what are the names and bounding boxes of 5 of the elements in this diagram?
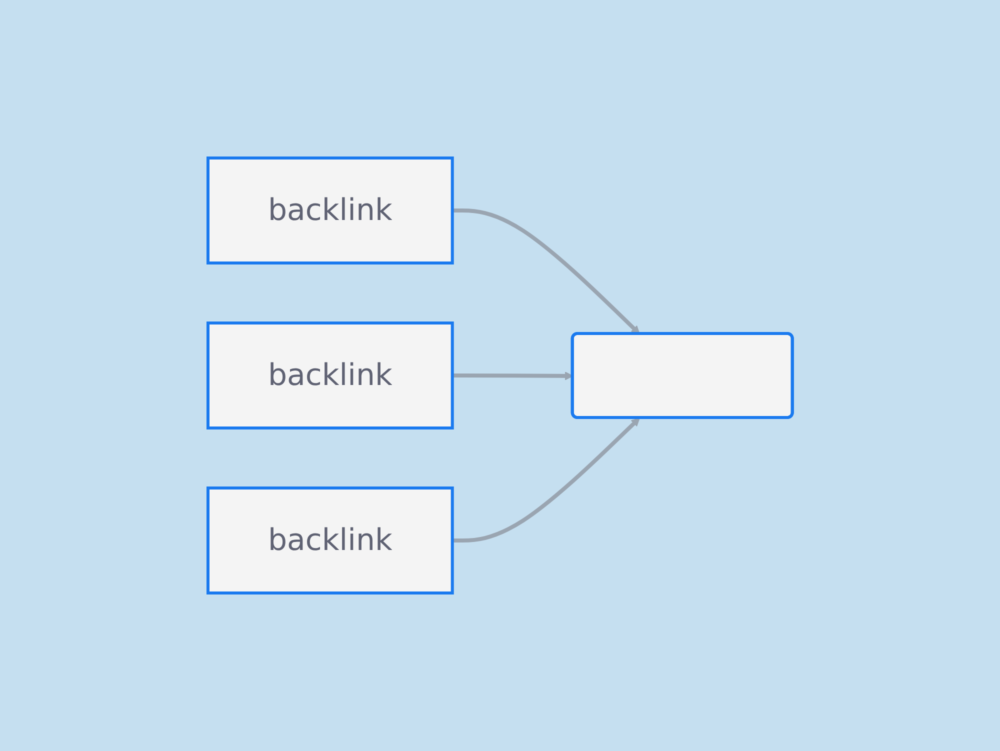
arrow [452, 418, 640, 542]
arrow [452, 208, 640, 334]
node-box: backlink [206, 486, 454, 594]
node-box: backlink [206, 156, 454, 264]
node-box: backlink [206, 322, 454, 430]
